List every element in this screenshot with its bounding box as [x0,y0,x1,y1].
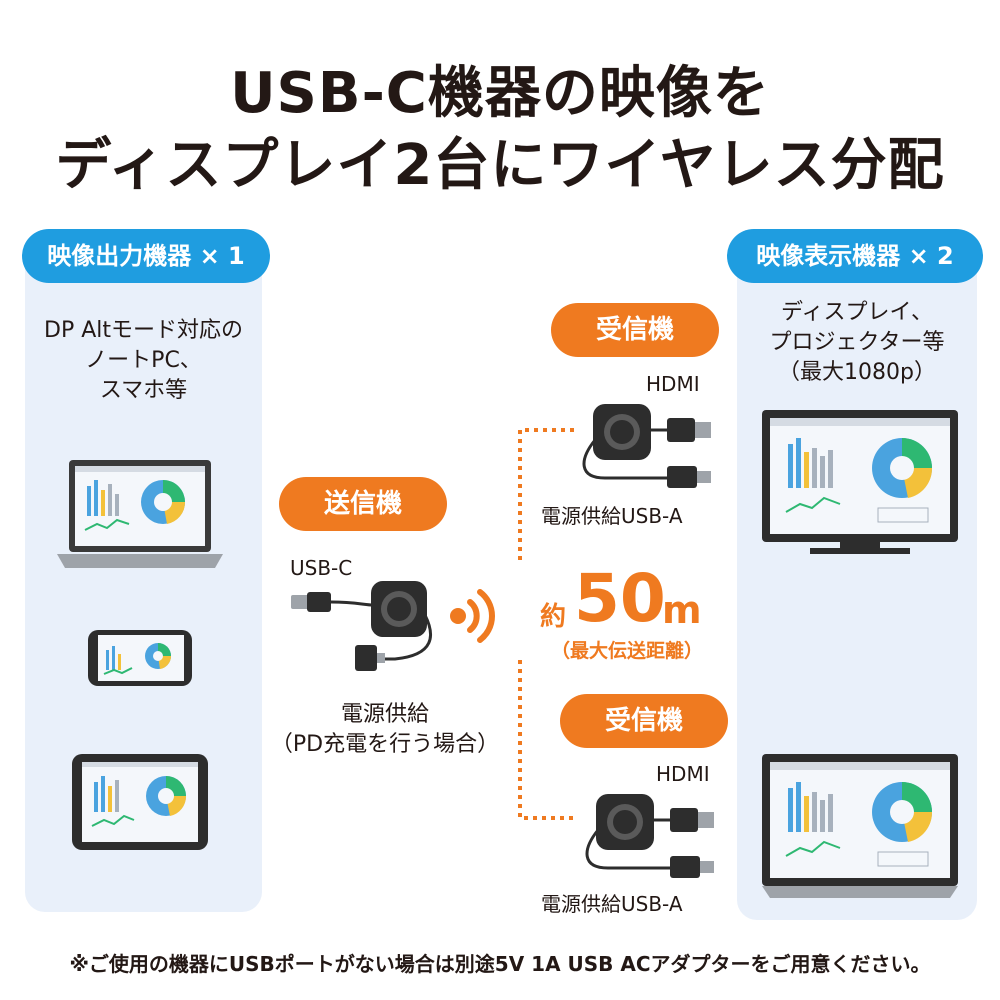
distance-value: 約 50 m [540,560,710,637]
hdmi-label: HDMI [656,762,710,786]
distance-prefix: 約 [540,602,567,632]
connection-dotted-lines [518,428,574,820]
transmitter-icon [291,581,432,671]
display-devices-badge: 映像表示機器 × 2 [727,229,983,283]
wireless-signal-icon [450,589,495,643]
usb-a-power-label: 電源供給USB-A [541,892,683,916]
title-line-2: ディスプレイ2台にワイヤレス分配 [55,133,945,198]
usb-a-power-label: 電源供給USB-A [541,504,683,528]
display-devices-description: ディスプレイ、 プロジェクター等 （最大1080p） [737,298,977,388]
desc-line: （最大1080p） [778,360,936,385]
footer-note: ※ご使用の機器にUSBポートがない場合は別途5V 1A USB ACアダプターを… [69,952,931,976]
desc-line: ノートPC、 [85,348,202,373]
desc-line: プロジェクター等 [769,330,945,355]
usb-c-label: USB-C [290,556,353,580]
laptop-icon [57,460,223,568]
transmitter-badge: 送信機 [279,477,447,531]
monitor-icon [762,754,958,898]
receiver-bottom-badge: 受信機 [560,694,728,748]
transmitter-power-note: 電源供給 （PD充電を行う場合） [265,700,505,760]
title-line-1: USB-C機器の映像を [230,61,770,126]
hdmi-label: HDMI [646,372,700,396]
smartphone-icon [88,630,192,686]
tablet-icon [72,754,208,850]
desc-line: ディスプレイ、 [780,300,934,325]
distance-number: 50 [574,560,666,637]
power-line: （PD充電を行う場合） [270,732,500,757]
source-devices-description: DP Altモード対応の ノートPC、 スマホ等 [25,316,262,406]
receiver-icon [582,404,711,488]
desc-line: スマホ等 [99,378,188,403]
distance-unit: m [662,588,702,632]
desc-line: DP Altモード対応の [44,318,243,343]
receiver-icon [585,794,714,878]
monitor-icon [762,410,958,554]
receiver-top-badge: 受信機 [551,303,719,357]
power-line: 電源供給 [340,702,429,727]
distance-note: （最大伝送距離） [550,640,703,662]
source-devices-badge: 映像出力機器 × 1 [22,229,270,283]
